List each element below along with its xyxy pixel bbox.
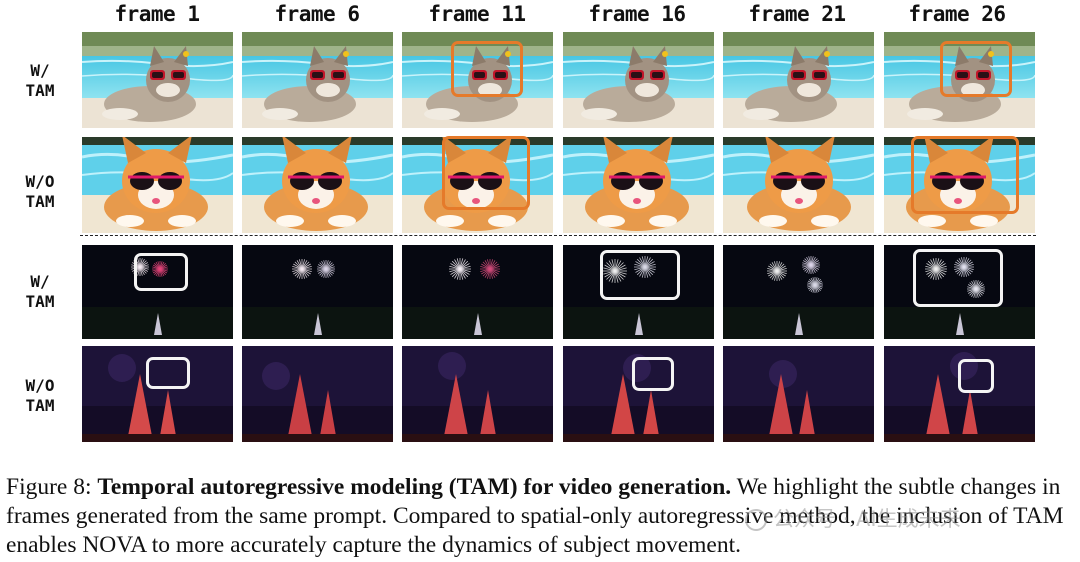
frame-image-cat-without-tam-3 xyxy=(402,137,553,233)
frame-image-fireworks-with-tam-1 xyxy=(82,245,233,339)
frame-image-fireworks-without-tam-6 xyxy=(884,346,1035,442)
row-label-fireworks-with-tam: W/TAM xyxy=(25,272,55,311)
frame-label-21: frame 21 xyxy=(748,2,846,26)
frame-image-cat-without-tam-4 xyxy=(563,137,714,233)
figure-caption: Figure 8: Temporal autoregressive modeli… xyxy=(6,473,1076,560)
frame-label-6: frame 6 xyxy=(274,2,360,26)
caption-body: We highlight the subtle changes in frame… xyxy=(6,474,1064,558)
frame-image-cat-with-tam-6 xyxy=(884,32,1035,128)
frame-label-26: frame 26 xyxy=(908,2,1006,26)
frame-image-cat-with-tam-1 xyxy=(82,32,233,128)
wechat-icon xyxy=(745,509,767,531)
frame-image-fireworks-with-tam-4 xyxy=(563,245,714,339)
frame-label-1: frame 1 xyxy=(114,2,200,26)
dashed-separator xyxy=(80,235,1036,236)
frame-image-fireworks-with-tam-3 xyxy=(402,245,553,339)
frame-image-cat-with-tam-4 xyxy=(563,32,714,128)
watermark: 公众号 · AI生成未来 xyxy=(745,503,961,533)
frame-image-cat-without-tam-2 xyxy=(242,137,393,233)
frame-image-fireworks-without-tam-1 xyxy=(82,346,233,442)
frame-label-11: frame 11 xyxy=(428,2,526,26)
frame-image-fireworks-with-tam-6 xyxy=(884,245,1035,339)
frame-image-fireworks-with-tam-5 xyxy=(723,245,874,339)
frame-image-cat-with-tam-3 xyxy=(402,32,553,128)
frame-label-16: frame 16 xyxy=(588,2,686,26)
frame-image-fireworks-without-tam-4 xyxy=(563,346,714,442)
frame-image-cat-without-tam-6 xyxy=(884,137,1035,233)
frame-image-fireworks-without-tam-3 xyxy=(402,346,553,442)
frame-image-cat-without-tam-5 xyxy=(723,137,874,233)
frame-image-cat-without-tam-1 xyxy=(82,137,233,233)
frame-image-cat-with-tam-5 xyxy=(723,32,874,128)
caption-title: Temporal autoregressive modeling (TAM) f… xyxy=(97,474,732,500)
frame-image-cat-with-tam-2 xyxy=(242,32,393,128)
caption-prefix: Figure 8: xyxy=(6,474,98,500)
frame-image-fireworks-with-tam-2 xyxy=(242,245,393,339)
frame-image-fireworks-without-tam-2 xyxy=(242,346,393,442)
frame-image-fireworks-without-tam-5 xyxy=(723,346,874,442)
row-label-cat-with-tam: W/TAM xyxy=(25,61,55,100)
